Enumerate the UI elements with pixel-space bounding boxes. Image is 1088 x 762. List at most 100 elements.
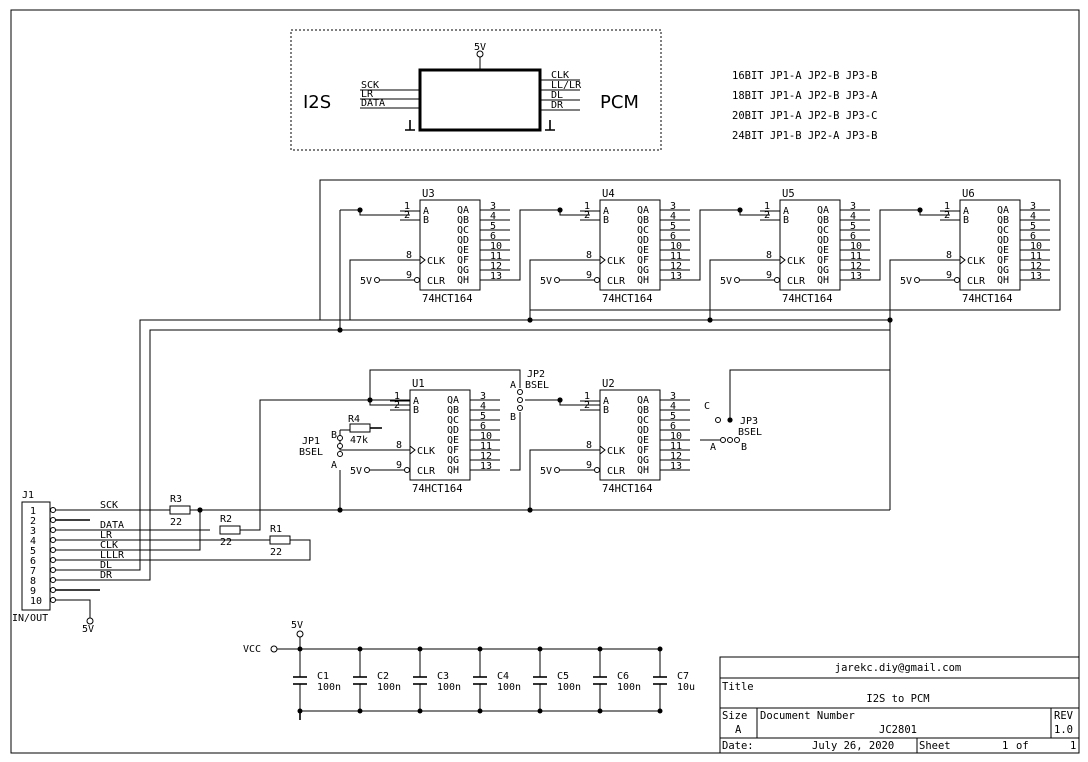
tb-docnum-label: Document Number	[760, 710, 855, 722]
chip-part: 74HCT164	[782, 293, 833, 305]
chip-clk-name: CLK	[607, 256, 625, 267]
chip-out-name: QB	[457, 215, 469, 226]
u2-clk-wire	[529, 449, 600, 510]
chip-clr-name: CLR	[417, 466, 436, 477]
j1-pin-terminal	[50, 587, 56, 593]
u5-u6-wire	[870, 209, 950, 281]
chip-clr-terminal	[364, 467, 370, 473]
junction-dot	[367, 397, 373, 403]
chip-in-name: B	[603, 215, 609, 226]
chip-out-num: 5	[480, 411, 486, 422]
cap-junction-top	[537, 646, 543, 652]
chip-out-name: QE	[457, 245, 469, 256]
chip-clr-name: CLR	[967, 276, 986, 287]
r4-wire	[340, 425, 351, 431]
jp2-sel: BSEL	[525, 380, 549, 391]
chip-clr-bubble	[404, 467, 410, 473]
chip-out-name: QB	[637, 215, 649, 226]
chip-clr-bubble	[954, 277, 960, 283]
chip-clk-triangle	[599, 445, 606, 455]
chip-in-name: B	[963, 215, 969, 226]
j1-pin-terminal	[50, 557, 56, 563]
chip-clr-name: CLR	[427, 276, 446, 287]
chip-out-num: 6	[480, 421, 486, 432]
block-out-pin-label: CLK	[551, 70, 569, 81]
chip-clk-triangle	[779, 255, 786, 265]
cap-junction-bottom	[597, 708, 603, 714]
u4-clk-wire	[529, 259, 590, 320]
r4-value: 47k	[350, 435, 368, 446]
jumper-jp3: C JP3 BSEL A B	[704, 401, 762, 453]
j1-body	[21, 501, 51, 611]
chip-in-name: B	[413, 405, 419, 416]
resistor-name: R3	[170, 494, 182, 505]
chip-clk-num: 8	[946, 250, 952, 261]
jp3-pin-c	[715, 417, 721, 423]
cap-value: 100n	[317, 682, 341, 693]
j1-signal-label: SCK	[100, 500, 118, 511]
chip-in-name: A	[603, 396, 609, 407]
u3-clk-wire	[349, 259, 410, 320]
chip-out-name: QG	[997, 265, 1009, 276]
chip-out-num: 3	[1030, 201, 1036, 212]
cap-junction-top	[657, 646, 663, 652]
chip-out-name: QH	[457, 275, 469, 286]
tb-sheet-label: Sheet	[919, 740, 951, 752]
j1-pin-terminal	[50, 567, 56, 573]
chip-in-num: 1	[584, 391, 590, 402]
resistor-body	[219, 525, 241, 535]
chip-out-num: 4	[850, 211, 856, 222]
chip-out-num: 6	[490, 231, 496, 242]
chip-out-num: 10	[490, 241, 502, 252]
chip-out-name: QA	[997, 205, 1009, 216]
chip-clr-terminal	[374, 277, 380, 283]
chip-clr-num: 9	[946, 270, 952, 281]
resistor-r4: R4 47k	[348, 414, 382, 446]
chip-out-name: QH	[637, 275, 649, 286]
chip-out-num: 5	[670, 411, 676, 422]
jp1-pin-mid	[337, 443, 343, 449]
jp3-pin-a	[720, 437, 726, 443]
jp2-name: JP2	[527, 369, 545, 380]
j1-5v-label: 5V	[82, 624, 94, 635]
tb-date-label: Date:	[722, 740, 754, 752]
chip-out-name: QC	[457, 225, 469, 236]
chip-out-name: QB	[817, 215, 829, 226]
chip-out-num: 3	[850, 201, 856, 212]
cap-value: 100n	[557, 682, 581, 693]
chip-out-num: 12	[1030, 261, 1042, 272]
chip-out-name: QA	[457, 205, 469, 216]
chip-out-num: 12	[850, 261, 862, 272]
chip-out-num: 10	[480, 431, 492, 442]
chip-out-name: QE	[447, 435, 459, 446]
jp3-name: JP3	[740, 416, 758, 427]
junction-dot	[917, 207, 923, 213]
chip-clr-bubble	[594, 277, 600, 283]
block-supply-label: 5V	[474, 42, 486, 53]
j1-pin-terminal	[50, 577, 56, 583]
cap-junction-bottom	[357, 708, 363, 714]
tb-rev: 1.0	[1054, 724, 1073, 736]
chip-clk-name: CLK	[417, 446, 435, 457]
j1-pin-terminal	[50, 507, 56, 513]
j1-signal-label: LLLR	[100, 550, 125, 561]
chip-out-num: 13	[1030, 271, 1042, 282]
jumper-jp2: JP2 BSEL A B	[510, 369, 549, 423]
chip-in-name: B	[603, 405, 609, 416]
tb-rev-label: REV	[1054, 710, 1074, 722]
chip-out-num: 12	[480, 451, 492, 462]
tb-size-label: Size	[722, 710, 747, 722]
j1-pin-terminal	[50, 517, 56, 523]
junction-dot	[527, 317, 533, 323]
chip-out-num: 11	[480, 441, 492, 452]
block-in-pin-label: LR	[361, 89, 374, 100]
chip-part: 74HCT164	[422, 293, 473, 305]
jp1-sel: BSEL	[299, 447, 323, 458]
jp1-pin-b	[337, 435, 343, 441]
chip-clr-name: CLR	[787, 276, 806, 287]
resistor-body	[269, 535, 291, 545]
junction-dot	[337, 327, 343, 333]
